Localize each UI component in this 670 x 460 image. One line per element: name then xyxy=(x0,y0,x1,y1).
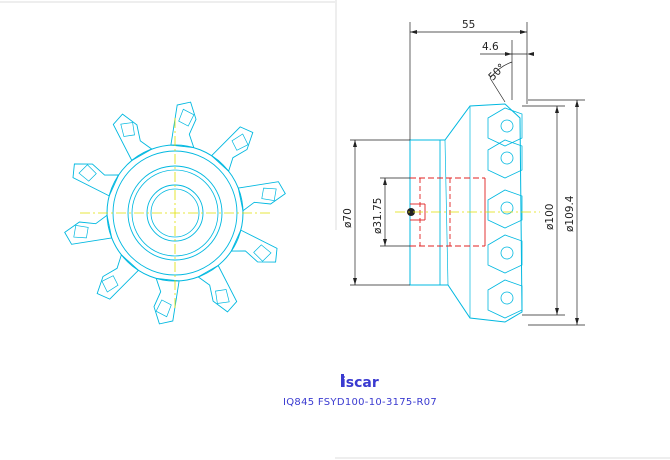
side-centre-dot xyxy=(407,208,415,216)
side-insert xyxy=(487,189,523,229)
front-circle xyxy=(150,188,200,238)
dimension-arrows xyxy=(353,30,579,325)
front-insert xyxy=(155,299,172,318)
front-view-teeth xyxy=(64,101,286,325)
side-insert xyxy=(487,234,523,274)
side-view xyxy=(395,103,540,323)
dim-length-total: 55 xyxy=(462,19,475,31)
dim-outer-diameter: ø109.4 xyxy=(564,195,576,232)
front-circle xyxy=(127,165,223,261)
front-tooth xyxy=(64,214,113,245)
front-tooth xyxy=(197,264,238,313)
front-insert xyxy=(178,108,195,127)
side-insert xyxy=(487,139,523,179)
front-insert xyxy=(261,187,277,202)
front-tooth xyxy=(210,126,254,173)
front-tooth xyxy=(170,101,197,149)
side-inserts xyxy=(487,107,523,319)
front-insert xyxy=(73,224,89,239)
front-tooth xyxy=(237,181,286,212)
side-insert-screw xyxy=(500,246,514,260)
side-insert xyxy=(487,279,523,319)
front-view xyxy=(64,101,286,325)
dim-hub-diameter: ø70 xyxy=(342,208,354,228)
dimension-lines xyxy=(350,22,585,326)
front-insert xyxy=(253,244,272,262)
side-insert xyxy=(487,107,523,147)
dim-angle: 50° xyxy=(486,62,508,84)
brand-logo-text: iscar xyxy=(341,375,379,391)
front-insert xyxy=(231,133,249,151)
dim-offset: 4.6 xyxy=(482,41,499,53)
brand-logo-mark xyxy=(341,374,344,387)
front-tooth xyxy=(72,163,120,197)
side-body-outline xyxy=(409,103,523,323)
side-shoulder-line-2 xyxy=(444,139,449,286)
front-insert xyxy=(78,164,97,182)
brand-logo: iscar xyxy=(341,374,379,391)
front-tooth xyxy=(230,229,278,263)
front-tooth xyxy=(153,277,180,325)
side-insert-screw xyxy=(500,119,514,133)
front-insert xyxy=(101,275,119,293)
dim-cut-diameter: ø100 xyxy=(544,204,556,230)
front-insert xyxy=(120,122,135,137)
front-tooth xyxy=(96,253,140,300)
dim-bore-diameter: ø31.75 xyxy=(372,198,384,234)
drawing-caption: IQ845 FSYD100-10-3175-R07 xyxy=(283,397,437,408)
front-tooth xyxy=(112,113,153,162)
front-circle xyxy=(131,169,219,257)
front-insert xyxy=(215,289,230,304)
side-insert-screw xyxy=(500,291,514,305)
side-insert-screw xyxy=(500,151,514,165)
side-insert-screw xyxy=(500,201,514,215)
